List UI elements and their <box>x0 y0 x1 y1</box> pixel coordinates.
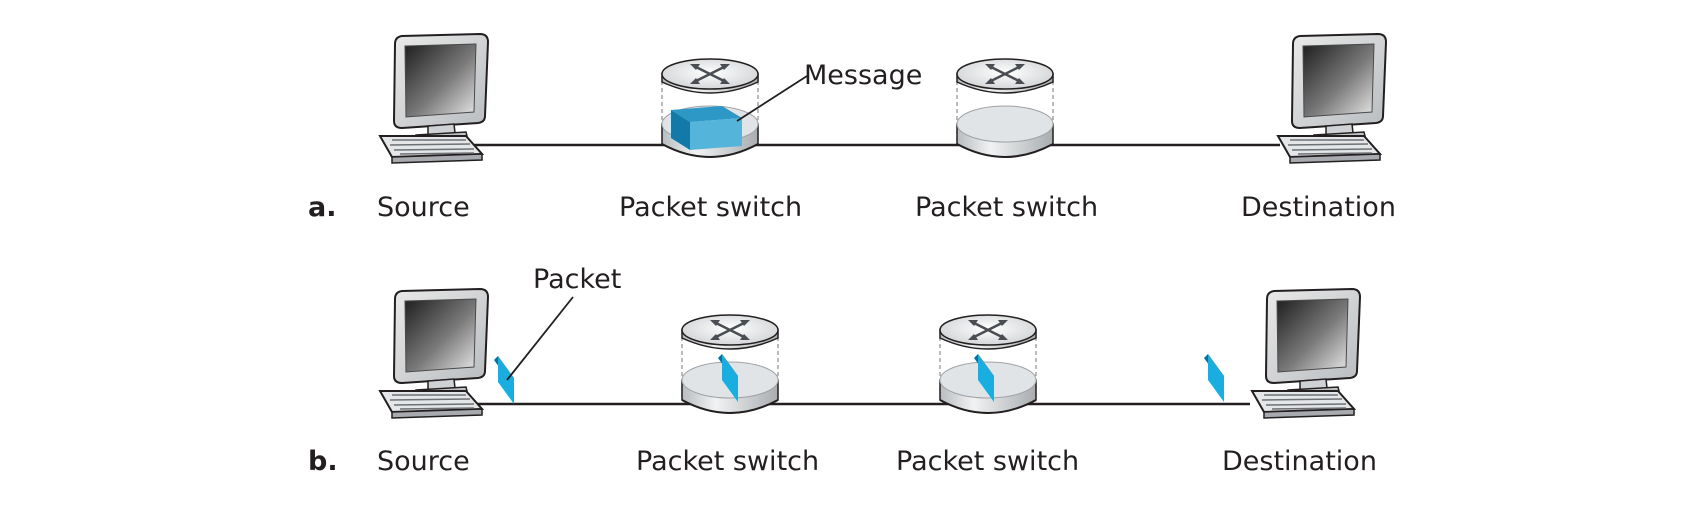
destination-computer-b <box>1251 288 1361 419</box>
source-computer-a <box>379 33 489 164</box>
destination-label-a: Destination <box>1241 192 1396 223</box>
row-a-letter: a. <box>308 192 336 223</box>
row-a: Message a. Source Packet switch Packet s… <box>308 33 1396 223</box>
switch-label-b2: Packet switch <box>896 446 1079 477</box>
packet-switch-b2 <box>938 313 1038 415</box>
packet-switch-a2 <box>955 57 1055 159</box>
message-label: Message <box>804 60 922 91</box>
destination-label-b: Destination <box>1222 446 1377 477</box>
destination-computer-a <box>1277 33 1387 164</box>
source-computer-b <box>379 288 489 419</box>
packet-switch-b1 <box>680 313 780 415</box>
source-label-a: Source <box>377 192 470 223</box>
packet-callout-line <box>506 296 574 381</box>
switch-label-a1: Packet switch <box>619 192 802 223</box>
destination-packet-icon <box>1204 354 1224 402</box>
switch-label-a2: Packet switch <box>915 192 1098 223</box>
source-label-b: Source <box>377 446 470 477</box>
row-b-letter: b. <box>308 446 338 477</box>
row-b: Packet b. Source Packet switch Packet sw… <box>308 264 1377 477</box>
packet-label: Packet <box>533 264 621 295</box>
message-block-icon <box>671 106 742 150</box>
source-packet-icon <box>494 356 514 404</box>
message-callout-line <box>736 75 808 122</box>
switch-label-b1: Packet switch <box>636 446 819 477</box>
